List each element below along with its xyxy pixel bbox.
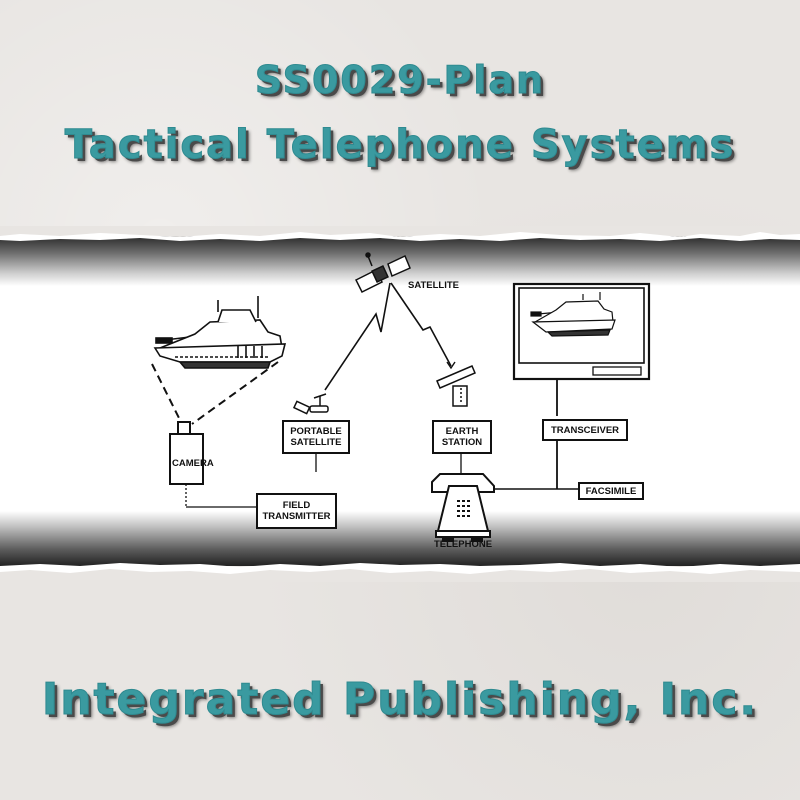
publisher-name: Integrated Publishing, Inc. <box>41 674 759 726</box>
transceiver-label: TRANSCEIVER <box>550 424 620 436</box>
telephone-icon <box>431 473 495 542</box>
camera-label: CAMERA <box>172 458 214 469</box>
satellite-label: SATELLITE <box>408 280 460 291</box>
telephone-label: TELEPHONE <box>433 539 493 550</box>
facsimile-label: FACSIMILE <box>585 485 637 497</box>
diagram-band <box>0 236 800 566</box>
earth-station-label-line2: STATION <box>441 437 483 448</box>
tank-icon <box>153 296 287 369</box>
portable-satellite-label-line1: PORTABLE <box>290 426 342 437</box>
earth-station-box: EARTH STATION <box>432 420 492 454</box>
facsimile-box: FACSIMILE <box>578 482 644 500</box>
field-transmitter-label-line2: TRANSMITTER <box>262 511 331 522</box>
camera-icon <box>169 421 204 485</box>
tactical-telephone-diagram: SATELLITE PORTABLE SATELLITE EARTH STATI… <box>0 236 800 566</box>
torn-edge-bottom <box>0 563 800 582</box>
earth-station-antenna-icon <box>436 365 476 407</box>
field-transmitter-box: FIELD TRANSMITTER <box>256 493 337 529</box>
torn-edge-top <box>0 226 800 241</box>
satellite-icon <box>354 252 411 294</box>
monitor-icon <box>512 282 651 381</box>
portable-satellite-box: PORTABLE SATELLITE <box>282 420 350 454</box>
portable-satellite-dish-icon <box>292 393 329 415</box>
transceiver-box: TRANSCEIVER <box>542 419 628 441</box>
portable-satellite-label-line2: SATELLITE <box>290 437 342 448</box>
field-transmitter-label-line1: FIELD <box>282 500 311 511</box>
diagram-lines <box>151 252 651 542</box>
document-code-title: SS0029-Plan <box>254 58 546 103</box>
earth-station-label-line1: EARTH <box>445 426 479 437</box>
document-title: Tactical Telephone Systems <box>64 122 736 169</box>
